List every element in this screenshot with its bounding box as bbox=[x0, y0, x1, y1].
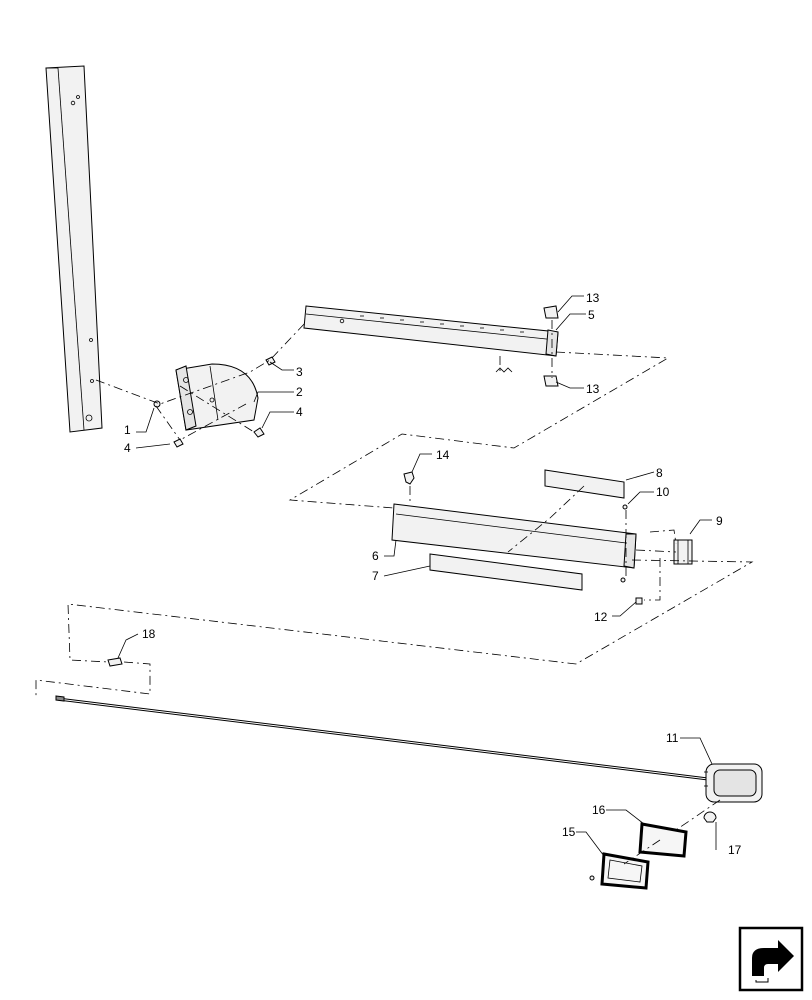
callout-9: 9 bbox=[716, 514, 723, 528]
callout-18: 18 bbox=[142, 627, 156, 641]
upper-rail bbox=[303, 305, 559, 373]
callout-12: 12 bbox=[594, 610, 608, 624]
callout-11: 11 bbox=[666, 731, 679, 745]
callout-10: 10 bbox=[656, 485, 670, 499]
callout-5: 5 bbox=[588, 308, 595, 322]
callout-2: 2 bbox=[296, 385, 303, 399]
vertical-post bbox=[45, 65, 103, 433]
callout-7: 7 bbox=[372, 569, 379, 583]
lamp-cable bbox=[55, 695, 709, 781]
callout-4-right: 4 bbox=[296, 405, 303, 419]
callout-labels: 1 4 3 2 4 13 5 13 14 8 10 9 6 7 12 18 11… bbox=[124, 291, 742, 857]
leader-lines bbox=[117, 295, 717, 857]
callout-16: 16 bbox=[592, 803, 606, 817]
callout-14: 14 bbox=[436, 448, 450, 462]
callout-1: 1 bbox=[124, 423, 131, 437]
callout-6: 6 bbox=[372, 549, 379, 563]
lower-rail bbox=[391, 503, 637, 569]
plug-18 bbox=[107, 657, 123, 667]
bracket-hardware bbox=[153, 356, 276, 448]
callout-17: 17 bbox=[728, 843, 742, 857]
callout-4-left: 4 bbox=[124, 441, 131, 455]
callout-3: 3 bbox=[296, 365, 303, 379]
callout-13-bottom: 13 bbox=[586, 382, 600, 396]
assembly-lines bbox=[35, 320, 754, 865]
strips bbox=[429, 469, 625, 591]
rail-clips bbox=[543, 305, 559, 387]
small-fasteners bbox=[403, 471, 693, 605]
next-page-arrow-icon[interactable] bbox=[738, 926, 804, 992]
bulb-17 bbox=[703, 811, 717, 823]
callout-13-top: 13 bbox=[586, 291, 600, 305]
lamp-housing bbox=[704, 763, 763, 803]
mounting-bracket bbox=[175, 363, 259, 431]
lamp-lenses bbox=[589, 822, 688, 890]
callout-8: 8 bbox=[656, 466, 663, 480]
callout-15: 15 bbox=[562, 825, 576, 839]
